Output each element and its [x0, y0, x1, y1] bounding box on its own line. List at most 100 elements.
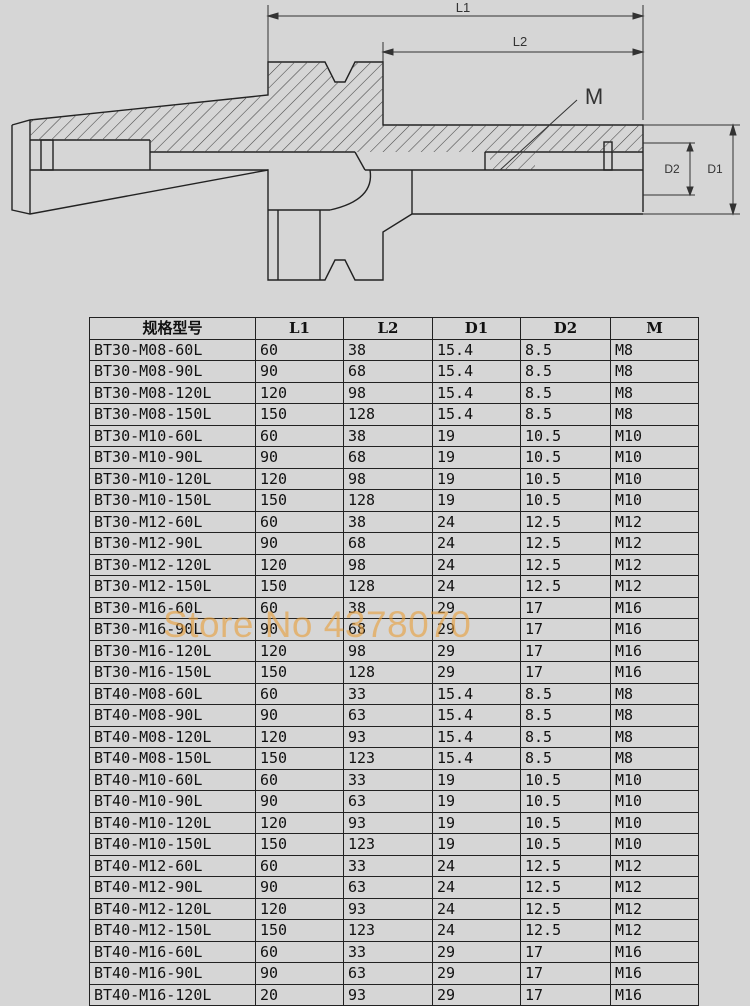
- cell-m: M12: [610, 919, 699, 942]
- cell-d1: 15.4: [432, 682, 521, 705]
- cell-d1: 24: [432, 876, 521, 899]
- cell-d2: 17: [520, 639, 611, 662]
- header-d1: D1: [432, 317, 521, 340]
- cell-d1: 24: [432, 854, 521, 877]
- cell-model: BT30-M12-90L: [89, 532, 256, 555]
- cell-l1: 120: [255, 381, 344, 404]
- dimension-l2: [381, 42, 645, 125]
- cell-m: M16: [610, 661, 699, 684]
- cell-d2: 10.5: [520, 467, 611, 490]
- cell-l1: 60: [255, 682, 344, 705]
- tool-holder-drawing: L1 L2: [11, 0, 740, 281]
- cell-d1: 19: [432, 424, 521, 447]
- cell-d1: 19: [432, 446, 521, 469]
- holder-section-hatch: [30, 62, 643, 170]
- cell-d1: 19: [432, 833, 521, 856]
- cell-m: M12: [610, 876, 699, 899]
- cell-d1: 15.4: [432, 381, 521, 404]
- cell-l1: 120: [255, 897, 344, 920]
- cell-l2: 33: [343, 682, 433, 705]
- cell-d1: 29: [432, 618, 521, 641]
- cell-model: BT30-M16-60L: [89, 596, 256, 619]
- cell-d2: 8.5: [520, 338, 611, 361]
- cell-model: BT30-M12-150L: [89, 575, 256, 598]
- header-l1: L1: [255, 317, 344, 340]
- cell-l1: 150: [255, 833, 344, 856]
- cell-d2: 17: [520, 661, 611, 684]
- cell-d1: 24: [432, 575, 521, 598]
- cell-m: M8: [610, 725, 699, 748]
- cell-l2: 68: [343, 446, 433, 469]
- cell-d2: 12.5: [520, 897, 611, 920]
- cell-d2: 10.5: [520, 446, 611, 469]
- cell-l1: 150: [255, 489, 344, 512]
- cell-l1: 90: [255, 704, 344, 727]
- cell-d2: 8.5: [520, 403, 611, 426]
- cell-model: BT40-M08-150L: [89, 747, 256, 770]
- cell-m: M12: [610, 575, 699, 598]
- cell-m: M10: [610, 833, 699, 856]
- cell-m: M12: [610, 854, 699, 877]
- cell-model: BT40-M16-60L: [89, 940, 256, 963]
- cell-d2: 17: [520, 962, 611, 985]
- cell-m: M8: [610, 360, 699, 383]
- cell-l2: 93: [343, 897, 433, 920]
- cell-d2: 10.5: [520, 790, 611, 813]
- cell-m: M10: [610, 768, 699, 791]
- cell-m: M10: [610, 790, 699, 813]
- cell-model: BT30-M08-150L: [89, 403, 256, 426]
- cell-l2: 123: [343, 747, 433, 770]
- cell-l2: 33: [343, 854, 433, 877]
- cell-l2: 63: [343, 704, 433, 727]
- cell-l2: 38: [343, 424, 433, 447]
- cell-model: BT30-M16-120L: [89, 639, 256, 662]
- cell-m: M12: [610, 897, 699, 920]
- cell-l1: 60: [255, 424, 344, 447]
- cell-model: BT40-M10-90L: [89, 790, 256, 813]
- cell-d2: 12.5: [520, 532, 611, 555]
- cell-d1: 29: [432, 596, 521, 619]
- cell-l2: 68: [343, 532, 433, 555]
- cell-l2: 98: [343, 639, 433, 662]
- cell-l1: 90: [255, 790, 344, 813]
- cell-l2: 38: [343, 596, 433, 619]
- spec-table-header: 规格型号 L1 L2 D1 D2 M: [89, 317, 699, 340]
- cell-m: M8: [610, 704, 699, 727]
- dimension-d2-label: D2: [664, 162, 680, 176]
- cell-d1: 24: [432, 919, 521, 942]
- dimension-d: [643, 123, 740, 216]
- cell-d1: 19: [432, 790, 521, 813]
- cell-d1: 29: [432, 661, 521, 684]
- cell-model: BT40-M16-120L: [89, 983, 256, 1006]
- cell-l1: 120: [255, 725, 344, 748]
- cell-d1: 15.4: [432, 747, 521, 770]
- cell-l2: 63: [343, 876, 433, 899]
- cell-d1: 29: [432, 940, 521, 963]
- cell-d2: 17: [520, 596, 611, 619]
- cell-l2: 38: [343, 510, 433, 533]
- cell-l2: 93: [343, 725, 433, 748]
- cell-l1: 120: [255, 811, 344, 834]
- cell-model: BT40-M10-120L: [89, 811, 256, 834]
- cell-l1: 90: [255, 446, 344, 469]
- cell-model: BT40-M10-60L: [89, 768, 256, 791]
- cell-l1: 60: [255, 768, 344, 791]
- thread-m-label: M: [585, 84, 603, 109]
- cell-l1: 60: [255, 596, 344, 619]
- cell-model: BT40-M12-120L: [89, 897, 256, 920]
- cell-d1: 15.4: [432, 403, 521, 426]
- cell-d2: 17: [520, 940, 611, 963]
